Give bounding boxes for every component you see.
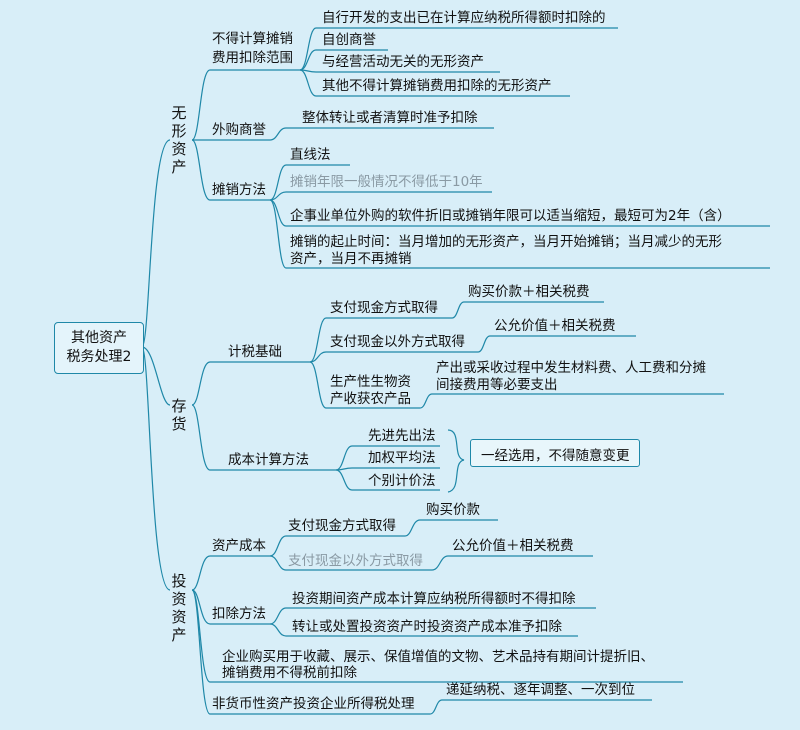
no-deduct-item: 自创商誉	[322, 32, 376, 48]
art-rule-line2: 摊销费用不得税前扣除	[222, 665, 357, 681]
amort-label: 摊销方法	[212, 182, 266, 198]
asset-cost-label: 资产成本	[212, 538, 266, 554]
root-label-line1: 其他资产	[71, 330, 127, 346]
root-label-line2: 税务处理2	[66, 349, 132, 365]
branch-investment-label: 投资资产	[171, 572, 187, 644]
basis-noncash-label: 支付现金以外方式取得	[330, 334, 465, 350]
connector	[141, 346, 171, 406]
no-deduct-item: 自行开发的支出已在计算应纳税所得额时扣除的	[322, 10, 606, 26]
basis-bio-item-line2: 间接费用等必要支出	[436, 377, 558, 393]
amort-period-line1: 摊销的起止时间：当月增加的无形资产，当月开始摊销；当月减少的无形	[290, 234, 722, 250]
connector	[141, 346, 171, 591]
goodwill-item: 整体转让或者清算时准予扣除	[302, 110, 478, 126]
deduct-label: 扣除方法	[212, 606, 266, 622]
basis-cash-label: 支付现金方式取得	[330, 300, 438, 316]
asset-cost-noncash-label: 支付现金以外方式取得	[288, 553, 423, 569]
connector	[141, 139, 171, 348]
deduct-item: 投资期间资产成本计算应纳税所得额时不得扣除	[292, 591, 576, 607]
amort-item: 摊销年限一般情况不得低于10年	[290, 174, 483, 190]
nonmonetary-item: 递延纳税、逐年调整、一次到位	[446, 682, 635, 698]
amort-item: 企事业单位外购的软件折旧或摊销年限可以适当缩短，最短可为2年（含）	[290, 208, 731, 224]
cost-method-label: 成本计算方法	[228, 452, 309, 468]
asset-cost-cash-item: 购买价款	[426, 502, 480, 518]
nonmonetary-label: 非货币性资产投资企业所得税处理	[212, 696, 415, 712]
basis-noncash-item: 公允价值＋相关税费	[494, 318, 616, 334]
art-rule-line1: 企业购买用于收藏、展示、保值增值的文物、艺术品持有期间计提折旧、	[222, 649, 654, 665]
asset-cost-noncash-item: 公允价值＋相关税费	[452, 538, 574, 554]
connector	[191, 69, 211, 141]
basis-bio-item-line1: 产出或采收过程中发生材料费、人工费和分摊	[436, 360, 706, 376]
no-deduct-label-line2: 费用扣除范围	[212, 50, 293, 66]
basis-cash-item: 购买价款＋相关税费	[468, 284, 590, 300]
connector	[191, 139, 211, 201]
no-deduct-label-line1: 不得计算摊销	[212, 31, 293, 47]
branch-inventory-label: 存货	[171, 397, 187, 433]
basis-bio-label-line1: 生产性生物资	[330, 374, 411, 390]
root-node: 其他资产 税务处理2	[54, 322, 144, 374]
no-deduct-item: 其他不得计算摊销费用扣除的无形资产	[322, 78, 552, 94]
cost-method-weighted: 加权平均法	[368, 450, 436, 466]
asset-cost-cash-label: 支付现金方式取得	[288, 518, 396, 534]
no-deduct-item: 与经营活动无关的无形资产	[322, 54, 484, 70]
branch-intangible-label: 无形资产	[171, 104, 187, 176]
cost-method-result-box: 一经选用，不得随意变更	[470, 439, 640, 467]
goodwill-label: 外购商誉	[212, 122, 266, 138]
cost-method-result: 一经选用，不得随意变更	[481, 448, 630, 464]
amort-item: 直线法	[290, 147, 331, 163]
deduct-item: 转让或处置投资资产时投资资产成本准予扣除	[292, 619, 562, 635]
basis-bio-label-line2: 产收获农产品	[330, 391, 411, 407]
cost-method-specific: 个别计价法	[368, 473, 436, 489]
cost-method-fifo: 先进先出法	[368, 428, 436, 444]
basis-label: 计税基础	[228, 344, 282, 360]
amort-period-line2: 资产，当月不再摊销	[290, 251, 412, 267]
